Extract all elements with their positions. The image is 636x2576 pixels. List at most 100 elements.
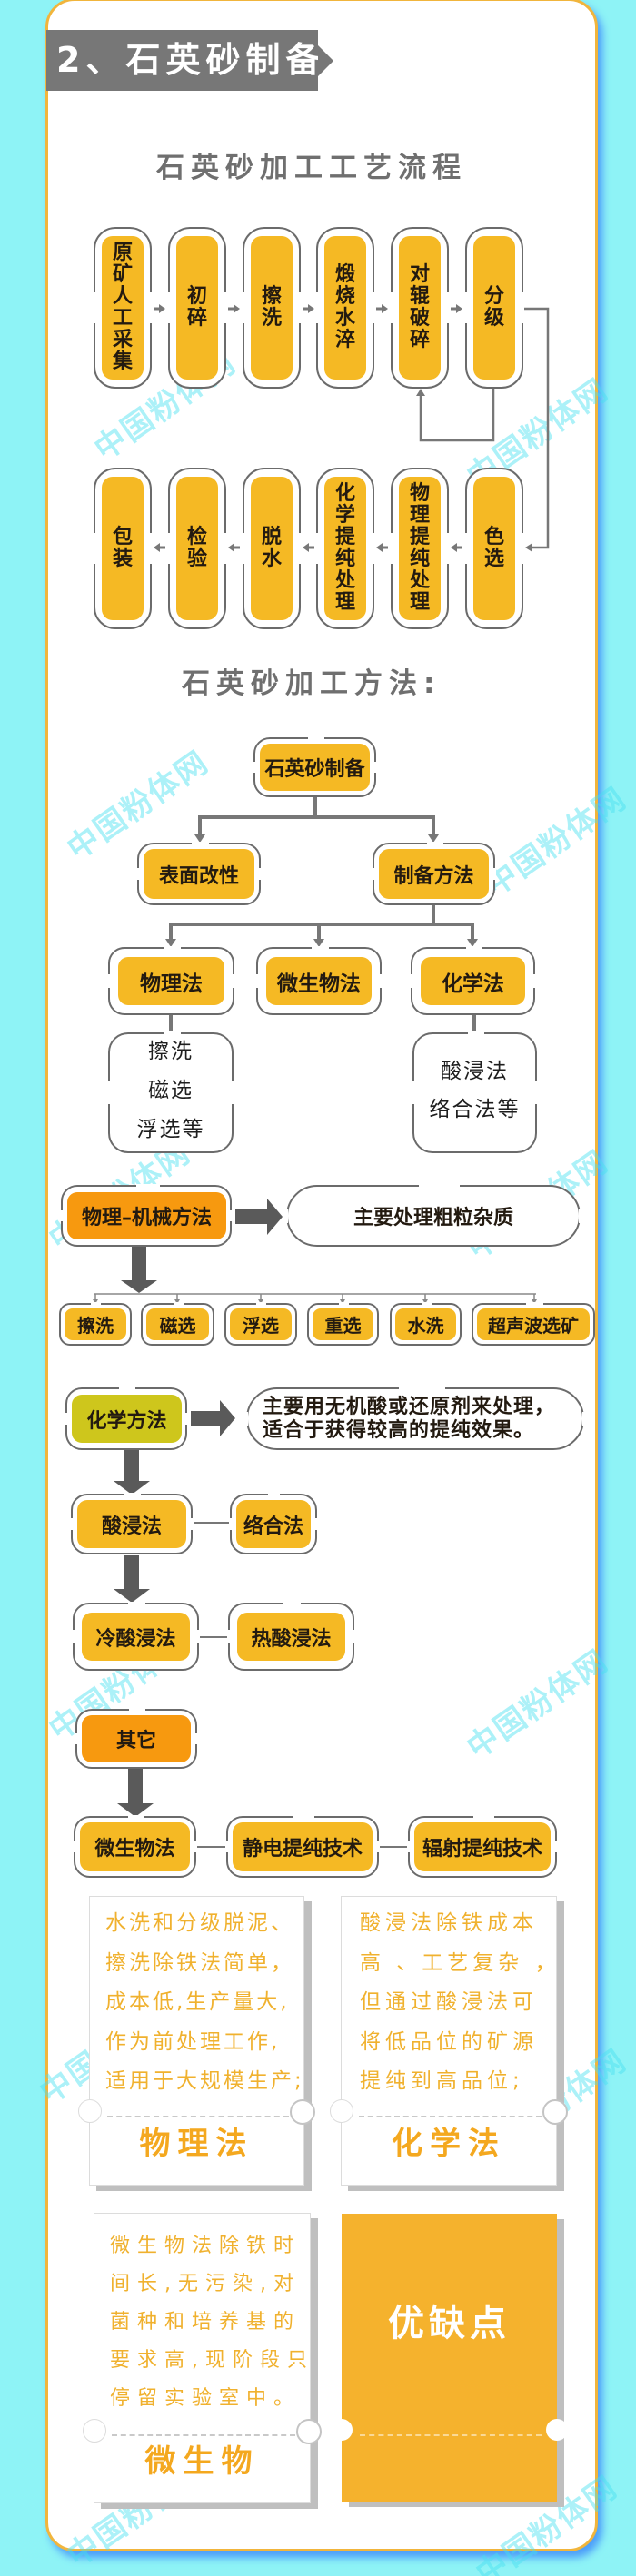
flow-step: 初碎 bbox=[167, 227, 227, 389]
flow-step-label: 包装 bbox=[112, 526, 133, 570]
dashed-divider bbox=[112, 2434, 295, 2436]
pros-cons-summary-card: 优缺点 bbox=[331, 2214, 568, 2502]
node-label: 热酸浸法 bbox=[251, 1627, 332, 1651]
card-text: 酸浸法除铁成本 高 、工艺复杂 ， 但通过酸浸法可 将低品位的矿源 提纯到高品位… bbox=[342, 1897, 561, 2102]
ticket-notch bbox=[83, 2419, 106, 2443]
flow-step: 包装 bbox=[93, 468, 153, 629]
card-line: 擦洗除铁法简单， bbox=[105, 1950, 294, 1975]
card-line: 酸浸法除铁成本 bbox=[360, 1911, 538, 1935]
flow-step-label: 初碎 bbox=[186, 285, 207, 330]
tree-node-label: 石英砂制备 bbox=[264, 758, 365, 781]
technique-label: 磁选 bbox=[159, 1315, 196, 1337]
flow-step: 煅烧水淬 bbox=[315, 227, 375, 389]
section-title-arrow-icon bbox=[318, 45, 333, 76]
flow-step-label: 色选 bbox=[483, 526, 504, 570]
tree-node-preparation-methods: 制备方法 bbox=[372, 842, 496, 905]
technique-water-wash: 水洗 bbox=[390, 1302, 462, 1346]
note-line: 适合于获得较高的提纯效果。 bbox=[263, 1418, 535, 1442]
microbial-method-node: 微生物法 bbox=[73, 1815, 197, 1878]
node-label: 酸浸法 bbox=[101, 1515, 162, 1538]
card-line: 但通过酸浸法可 bbox=[360, 1990, 538, 2014]
list-item: 络合法等 bbox=[429, 1098, 521, 1121]
flow-step-label: 煅烧水淬 bbox=[334, 263, 355, 351]
tree-node-surface-modification: 表面改性 bbox=[136, 842, 262, 905]
technique-ultrasonic: 超声波选矿 bbox=[472, 1302, 595, 1346]
flow-step: 对辊破碎 bbox=[390, 227, 450, 389]
card-label: 微生物 bbox=[144, 2443, 260, 2480]
flow-step: 化学提纯处理 bbox=[315, 468, 375, 629]
tree-node-root: 石英砂制备 bbox=[253, 736, 377, 797]
card-text: 微生物法除铁时 间长,无污染,对 菌种和培养基的 要求高,现阶段只 停留实验室中… bbox=[94, 2214, 314, 2418]
card-label: 化学法 bbox=[392, 2126, 506, 2162]
tree-node-label: 物理法 bbox=[140, 972, 203, 996]
card-line: 高 、工艺复杂 ， bbox=[360, 1950, 561, 1975]
tree-node-label: 表面改性 bbox=[158, 864, 239, 888]
note-line: 主要用无机酸或还原剂来处理， bbox=[263, 1395, 556, 1418]
card-line: 停留实验室中。 bbox=[110, 2387, 302, 2410]
chemical-examples-list: 酸浸法 络合法等 bbox=[412, 1031, 538, 1153]
technique-flotation: 浮选 bbox=[224, 1302, 297, 1346]
card-text: 水洗和分级脱泥、 擦洗除铁法简单， 成本低,生产量大, 作为前处理工作, 适用于… bbox=[90, 1897, 304, 2102]
ticket-notch bbox=[296, 2419, 322, 2444]
flow-step-label: 脱水 bbox=[261, 526, 282, 570]
technique-label: 重选 bbox=[324, 1315, 362, 1337]
complexation-node: 络合法 bbox=[229, 1493, 318, 1554]
node-label: 微生物法 bbox=[94, 1838, 175, 1860]
technique-scrubbing: 擦洗 bbox=[59, 1302, 132, 1346]
ticket-notch bbox=[331, 2419, 353, 2441]
ticket-notch bbox=[542, 2099, 568, 2125]
dashed-divider bbox=[359, 2116, 542, 2117]
flow-step: 物理提纯处理 bbox=[390, 468, 450, 629]
flow-step: 擦洗 bbox=[242, 227, 302, 389]
tree-node-label: 微生物法 bbox=[277, 972, 361, 996]
card-line: 将低品位的矿源 bbox=[360, 2029, 538, 2054]
flow-step-label: 化学提纯处理 bbox=[334, 482, 355, 614]
technique-label: 浮选 bbox=[243, 1315, 279, 1337]
physical-examples-list: 擦洗 磁选 浮选等 bbox=[107, 1031, 234, 1153]
flow-step-label: 分级 bbox=[483, 285, 504, 330]
summary-label: 优缺点 bbox=[388, 2303, 511, 2344]
list-item: 浮选等 bbox=[136, 1118, 205, 1141]
flow-step-label: 检验 bbox=[186, 526, 207, 570]
card-line: 要求高,现阶段只 bbox=[110, 2349, 314, 2372]
chemical-method-note: 主要用无机酸或还原剂来处理， 适合于获得较高的提纯效果。 bbox=[245, 1387, 585, 1450]
physical-mechanical-node: 物理–机械方法 bbox=[60, 1184, 233, 1247]
node-label: 络合法 bbox=[243, 1515, 303, 1538]
process-flow-title: 石英砂加工工艺流程 bbox=[156, 152, 467, 184]
flow-step: 脱水 bbox=[242, 468, 302, 629]
card-line: 适用于大规模生产; bbox=[105, 2069, 304, 2093]
card-line: 微生物法除铁时 bbox=[110, 2235, 302, 2257]
technique-label: 水洗 bbox=[407, 1315, 444, 1337]
flow-step: 色选 bbox=[464, 468, 524, 629]
acid-leaching-node: 酸浸法 bbox=[70, 1493, 194, 1554]
ticket-notch bbox=[546, 2419, 568, 2441]
flow-step: 原矿人工采集 bbox=[93, 227, 153, 389]
dashed-divider bbox=[360, 2434, 542, 2436]
flow-step-label: 擦洗 bbox=[261, 285, 282, 330]
card-label: 物理法 bbox=[139, 2126, 254, 2162]
node-label: 冷酸浸法 bbox=[95, 1627, 176, 1651]
hot-acid-leaching-node: 热酸浸法 bbox=[227, 1602, 355, 1671]
technique-gravity: 重选 bbox=[307, 1302, 379, 1346]
list-item: 酸浸法 bbox=[441, 1060, 509, 1083]
physical-mechanical-note: 主要处理粗粒杂质 bbox=[285, 1184, 581, 1247]
node-label: 其它 bbox=[115, 1730, 156, 1752]
card-line: 间长,无污染,对 bbox=[110, 2273, 301, 2295]
tree-node-physical: 物理法 bbox=[107, 946, 235, 1015]
card-line: 提纯到高品位; bbox=[360, 2069, 524, 2093]
other-methods-node: 其它 bbox=[75, 1708, 198, 1769]
card-line: 成本低,生产量大, bbox=[105, 1990, 290, 2014]
tree-node-label: 化学法 bbox=[442, 972, 504, 996]
card-line: 作为前处理工作, bbox=[105, 2029, 281, 2054]
flow-step-label: 物理提纯处理 bbox=[409, 482, 430, 614]
section-title: 2、石英砂制备 bbox=[46, 30, 320, 91]
technique-magnetic: 磁选 bbox=[141, 1302, 214, 1346]
cold-acid-leaching-node: 冷酸浸法 bbox=[72, 1602, 200, 1671]
pros-cons-card-chemical: 酸浸法除铁成本 高 、工艺复杂 ， 但通过酸浸法可 将低品位的矿源 提纯到高品位… bbox=[330, 1896, 568, 2186]
node-label: 辐射提纯技术 bbox=[422, 1838, 542, 1860]
list-item: 磁选 bbox=[148, 1079, 194, 1102]
node-label: 静电提纯技术 bbox=[242, 1838, 363, 1860]
methods-title: 石英砂加工方法: bbox=[182, 667, 442, 700]
tree-node-label: 制备方法 bbox=[393, 864, 474, 888]
dashed-divider bbox=[107, 2116, 289, 2117]
